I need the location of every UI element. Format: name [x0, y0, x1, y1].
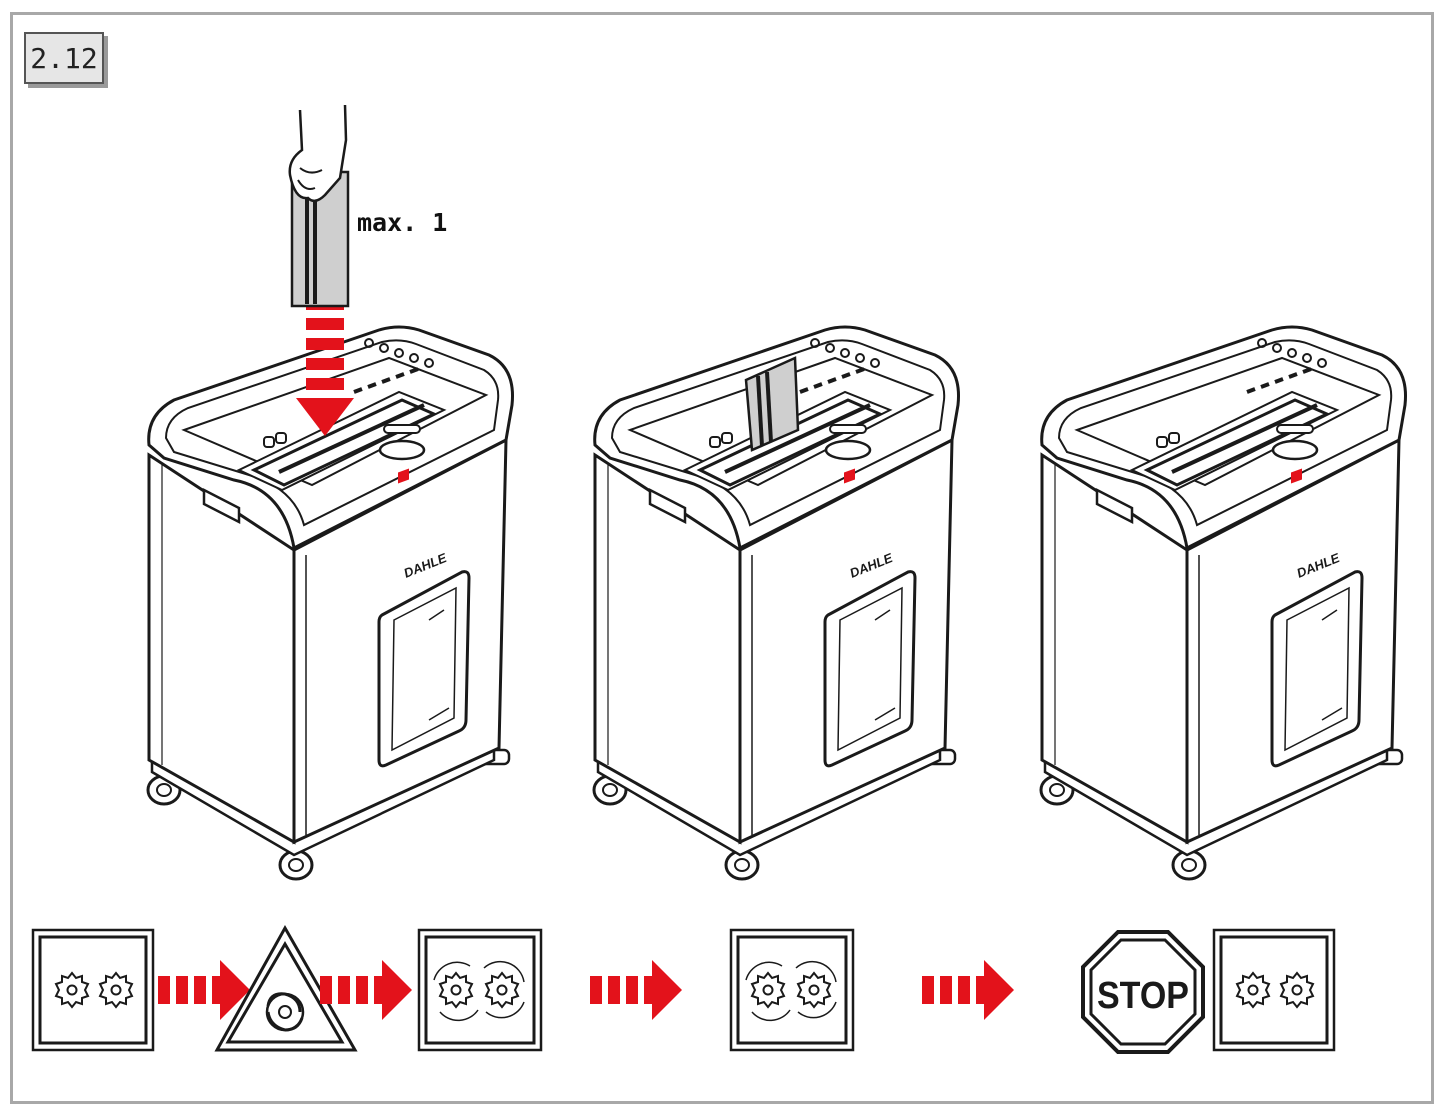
hand-with-card-icon [288, 104, 350, 308]
gears-running-icon [417, 928, 543, 1052]
stop-label: STOP [1097, 975, 1189, 1017]
gears-running-icon [729, 928, 855, 1052]
card-in-slot-icon [744, 356, 800, 452]
stop-sign-icon: STOP [1081, 930, 1205, 1054]
gears-idle-icon [31, 928, 155, 1052]
arrow-right-icon [922, 960, 1014, 1020]
arrow-right-icon [590, 960, 682, 1020]
step-number: 2.12 [30, 41, 98, 75]
shredder-2: DAHLE [592, 325, 961, 881]
arrow-right-icon [158, 960, 250, 1020]
max-quantity-label: max. 1 [357, 208, 448, 237]
step-number-badge: 2.12 [24, 32, 104, 84]
gears-idle-icon [1212, 928, 1336, 1052]
shredder-3: DAHLE [1039, 325, 1408, 881]
shredder-1: DAHLE [146, 325, 515, 881]
